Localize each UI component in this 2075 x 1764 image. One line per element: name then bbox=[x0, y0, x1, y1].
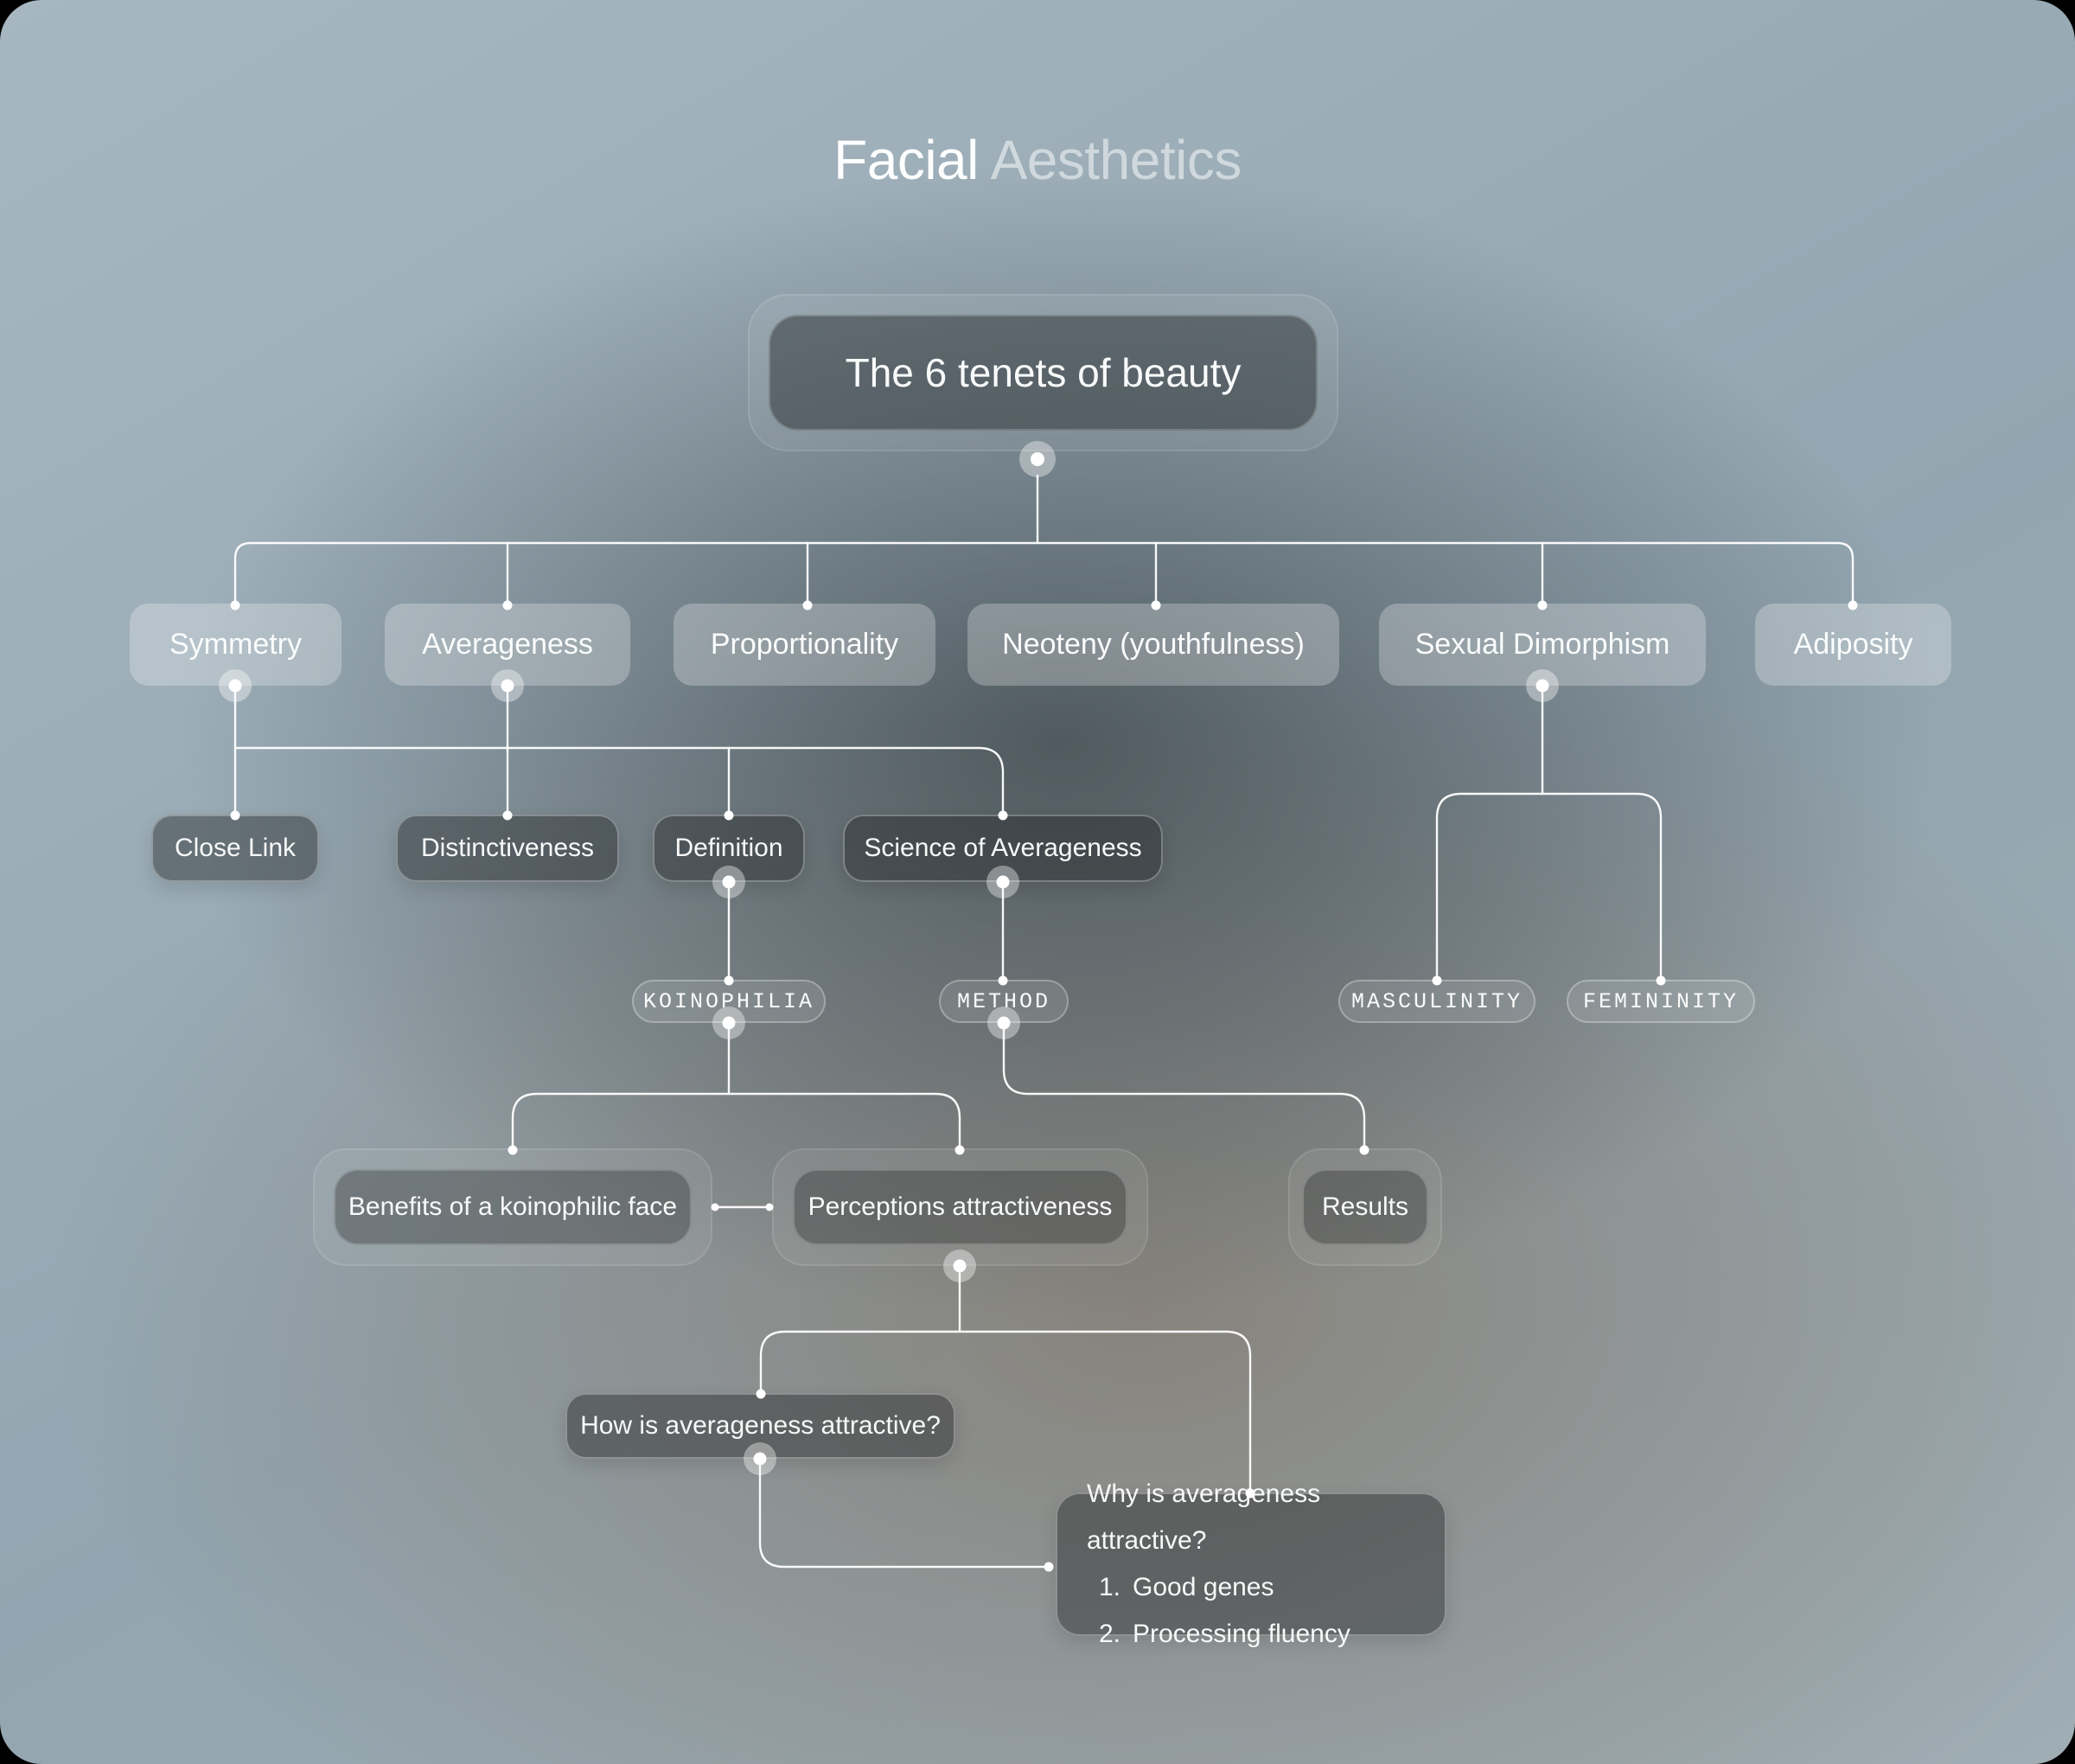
root-node-halo bbox=[748, 294, 1338, 451]
edge-how-to-why bbox=[758, 1457, 1050, 1569]
node-averageness[interactable]: Averageness bbox=[385, 604, 630, 686]
why-list-item: 1. Good genes bbox=[1099, 1564, 1274, 1611]
why-list-text: Processing fluency bbox=[1133, 1620, 1350, 1648]
edge-trunk-row3 bbox=[233, 746, 1005, 815]
page-title-primary: Facial bbox=[833, 129, 979, 191]
node-why-is-averageness-attractive[interactable]: Why is averageness attractive? 1. Good g… bbox=[1056, 1480, 1446, 1648]
why-list-num: 2. bbox=[1099, 1620, 1121, 1648]
node-results-halo bbox=[1288, 1148, 1442, 1266]
root-node[interactable]: The 6 tenets of beauty bbox=[769, 315, 1318, 431]
tag-method[interactable]: METHOD bbox=[939, 980, 1069, 1023]
node-definition[interactable]: Definition bbox=[653, 815, 805, 882]
node-benefits-koinophilic-face[interactable]: Benefits of a koinophilic face bbox=[334, 1169, 692, 1245]
node-perceptions-attractiveness[interactable]: Perceptions attractiveness bbox=[793, 1169, 1127, 1245]
page-title-secondary: Aesthetics bbox=[990, 129, 1242, 191]
why-list-text: Good genes bbox=[1133, 1573, 1274, 1601]
node-results[interactable]: Results bbox=[1302, 1169, 1428, 1245]
page-title: Facial Aesthetics bbox=[0, 128, 2075, 192]
tag-koinophilia[interactable]: KOINOPHILIA bbox=[632, 980, 826, 1023]
edge-koinophilia-fork bbox=[511, 1092, 961, 1151]
node-sexual-dimorphism[interactable]: Sexual Dimorphism bbox=[1379, 604, 1706, 686]
node-close-link[interactable]: Close Link bbox=[151, 815, 319, 882]
node-adiposity[interactable]: Adiposity bbox=[1755, 604, 1951, 686]
connector-dot bbox=[1044, 1562, 1054, 1572]
node-neoteny[interactable]: Neoteny (youthfulness) bbox=[967, 604, 1339, 686]
node-science-of-averageness[interactable]: Science of Averageness bbox=[843, 815, 1163, 882]
edge-trunk-row2 bbox=[233, 541, 1855, 607]
why-list-num: 1. bbox=[1099, 1573, 1121, 1601]
node-how-is-averageness-attractive[interactable]: How is averageness attractive? bbox=[565, 1393, 955, 1459]
edge-dimorphism-fork bbox=[1435, 792, 1663, 981]
node-proportionality[interactable]: Proportionality bbox=[674, 604, 935, 686]
node-symmetry[interactable]: Symmetry bbox=[130, 604, 342, 686]
tag-femininity[interactable]: FEMININITY bbox=[1567, 980, 1755, 1023]
edge-method-to-results bbox=[1002, 1021, 1366, 1151]
node-distinctiveness[interactable]: Distinctiveness bbox=[396, 815, 619, 882]
endpoint-dots bbox=[230, 600, 1858, 1572]
why-list-item: 2. Processing fluency bbox=[1099, 1611, 1350, 1658]
why-heading: Why is averageness attractive? bbox=[1087, 1480, 1321, 1555]
node-benefits-halo bbox=[313, 1148, 712, 1266]
tag-masculinity[interactable]: MASCULINITY bbox=[1338, 980, 1536, 1023]
